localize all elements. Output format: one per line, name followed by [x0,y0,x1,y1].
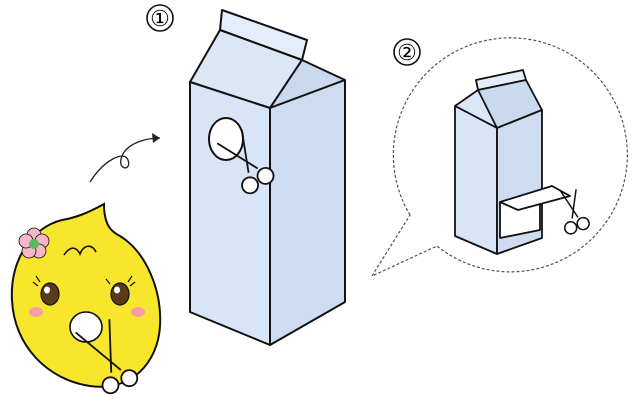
mascot-eyes [32,275,136,306]
small-carton-front-face [454,105,498,255]
mascot-tuft [63,245,97,256]
carton-cut-hole [208,117,244,161]
step-1-marker: ① [146,4,174,32]
milk-carton-small [454,69,571,255]
mascot-cheek-left [29,307,43,317]
flower-icon [18,227,50,259]
scissors-icon [559,189,590,235]
step-2-marker: ② [393,38,421,66]
mascot [10,202,162,388]
curved-arrow-icon [89,133,161,183]
step-2-label: ② [397,40,417,65]
scissors-icon [216,129,275,195]
step-1-label: ① [150,6,170,31]
scissors-icon [75,319,139,395]
carton-side-face [269,79,346,346]
mascot-cheek-right [131,307,145,317]
milk-carton-large [189,9,346,346]
mascot-cut-hole [69,311,103,343]
small-carton-flap [499,185,571,211]
mascot-body [10,202,162,388]
